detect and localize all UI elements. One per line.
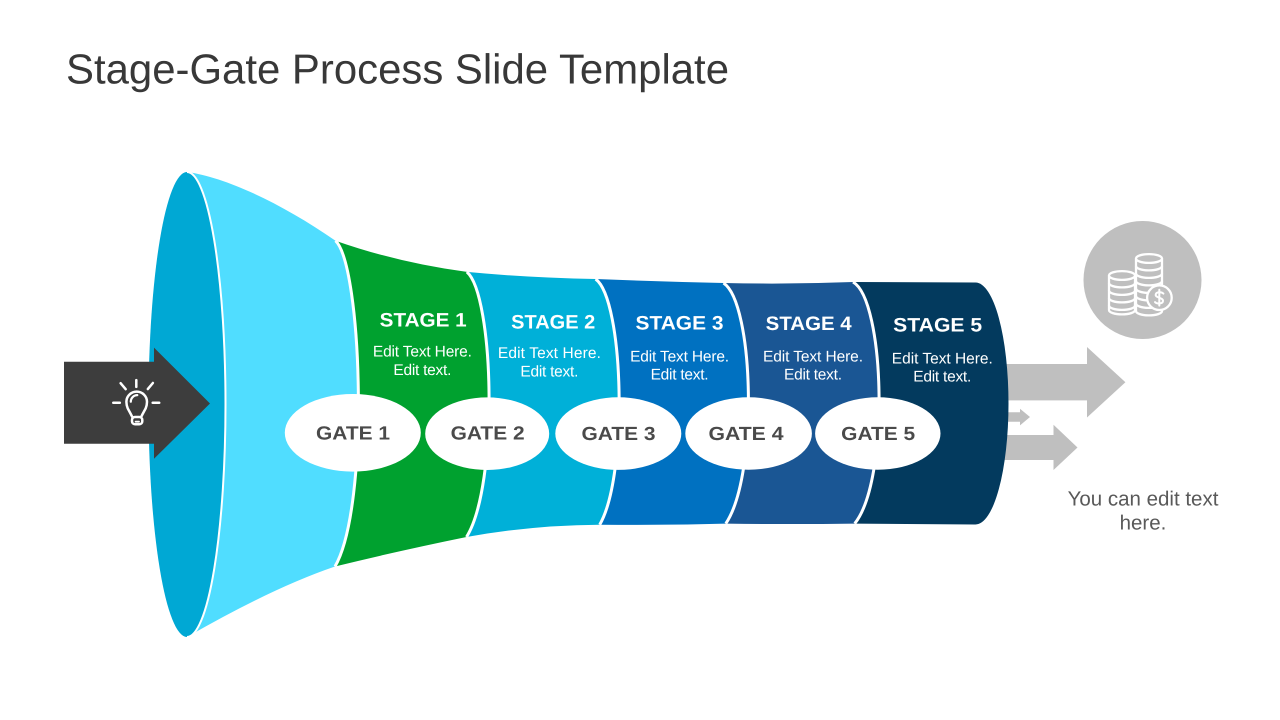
svg-text:Edit text.: Edit text.	[393, 362, 451, 379]
svg-text:Edit text.: Edit text.	[651, 366, 709, 383]
svg-text:STAGE 1: STAGE 1	[380, 310, 467, 332]
svg-text:STAGE 4: STAGE 4	[766, 313, 852, 335]
svg-text:GATE 3: GATE 3	[582, 424, 656, 445]
svg-text:Edit Text Here.: Edit Text Here.	[892, 350, 993, 367]
svg-text:GATE 5: GATE 5	[841, 424, 915, 445]
svg-text:Stage-Gate Process Slide Templ: Stage-Gate Process Slide Template	[66, 45, 729, 92]
svg-text:Edit Text Here.: Edit Text Here.	[763, 349, 863, 366]
svg-text:Edit text.: Edit text.	[913, 369, 971, 386]
svg-text:STAGE 5: STAGE 5	[893, 315, 982, 337]
svg-text:STAGE 2: STAGE 2	[511, 312, 595, 334]
svg-text:Edit Text Here.: Edit Text Here.	[373, 344, 472, 361]
svg-text:Edit text.: Edit text.	[784, 367, 842, 384]
svg-text:GATE 1: GATE 1	[316, 423, 390, 444]
svg-text:You can edit text: You can edit text	[1068, 488, 1219, 511]
svg-text:STAGE 3: STAGE 3	[636, 313, 724, 335]
svg-text:here.: here.	[1120, 511, 1167, 534]
svg-text:GATE 2: GATE 2	[451, 423, 525, 444]
svg-text:Edit Text Here.: Edit Text Here.	[498, 345, 601, 362]
svg-text:Edit Text Here.: Edit Text Here.	[630, 348, 729, 365]
svg-text:GATE 4: GATE 4	[709, 424, 784, 445]
svg-text:Edit text.: Edit text.	[520, 364, 578, 381]
